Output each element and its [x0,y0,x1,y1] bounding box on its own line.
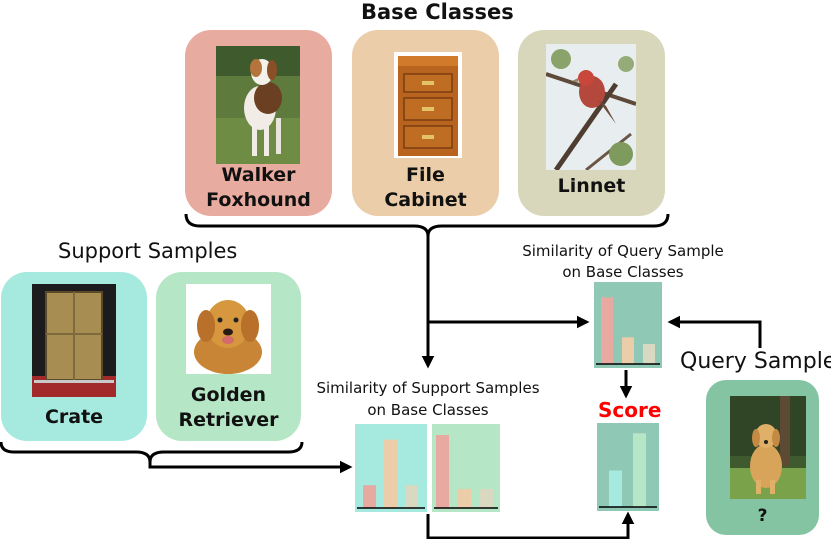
linnet-photo [546,44,636,170]
score-heading: Score [598,398,662,422]
query-sample-heading: Query Sample [680,349,831,374]
score-bar-2 [633,433,646,507]
golden-retriever-similarity-bar-3 [480,489,493,508]
golden-retriever-label-1: Golden [190,384,267,406]
arrow-support-brace-to-similarity [148,460,353,474]
arrow-support-similarity-to-score [426,511,635,539]
query-card: ? [706,380,819,535]
file-cabinet-photo [394,52,462,158]
file-cabinet-label-2: Cabinet [384,189,467,211]
linnet-label: Linnet [557,175,626,197]
golden-retriever-photo [186,284,271,374]
score-panel [597,423,659,511]
golden-retriever-similarity-bar-1 [436,435,449,508]
base-class-card-file-cabinet: File Cabinet [352,30,499,216]
arrow-query-to-query-similarity [667,315,762,348]
crate-photo [32,284,116,397]
score-bar-1 [609,470,622,507]
support-samples-heading: Support Samples [58,239,238,263]
walker-foxhound-label-2: Foxhound [206,189,311,211]
crate-similarity-bar-2 [384,439,397,508]
support-similarity-caption-2: on Base Classes [367,401,489,419]
walker-foxhound-label-1: Walker [221,164,296,186]
base-class-card-linnet: Linnet [518,30,665,216]
crate-similarity-bar-1 [363,485,376,508]
query-label: ? [757,506,768,526]
crate-similarity-bar-3 [405,485,418,508]
query-similarity-bar-3 [643,344,655,364]
query-similarity-bar-2 [622,337,634,364]
base-class-card-walker-foxhound: Walker Foxhound [185,30,332,216]
crate-label: Crate [44,406,104,428]
support-similarity-caption-1: Similarity of Support Samples [316,379,540,397]
query-similarity-bar-1 [601,297,613,364]
query-photo [730,396,806,499]
file-cabinet-label-1: File [406,164,445,186]
support-card-crate: Crate [1,272,147,441]
base-classes-heading: Base Classes [361,0,514,24]
golden-retriever-label-2: Retriever [178,409,279,431]
base-classes-brace [184,213,670,237]
support-samples-brace [0,441,304,463]
walker-foxhound-photo [216,46,300,164]
golden-retriever-similarity-bar-2 [458,489,471,508]
query-similarity-caption-1: Similarity of Query Sample [522,242,724,260]
support-card-golden-retriever: Golden Retriever [156,272,301,441]
query-similarity-caption-2: on Base Classes [562,263,684,281]
